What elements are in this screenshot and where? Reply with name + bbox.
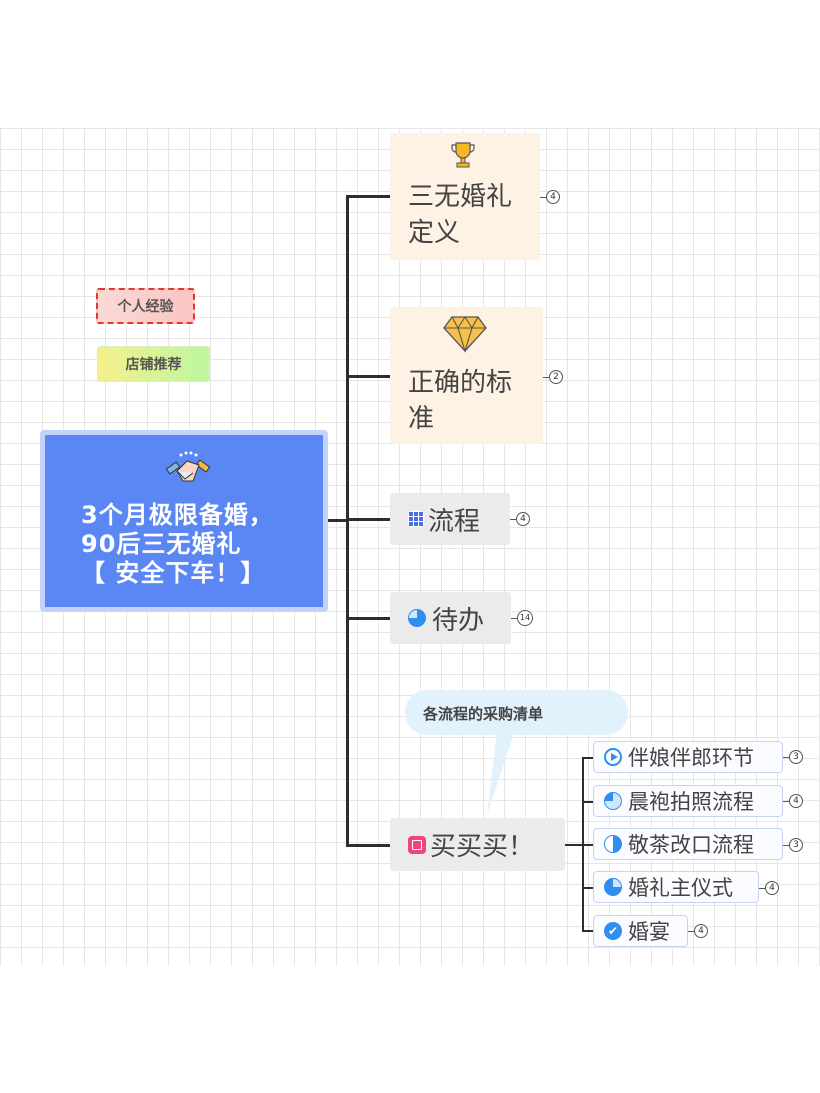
subtopic-banquet[interactable]: ✔ 婚宴 bbox=[593, 915, 688, 947]
branch-connector bbox=[346, 617, 390, 620]
count-connector bbox=[783, 845, 789, 846]
branch-label-line: 正确的标 bbox=[408, 368, 513, 398]
tag-store-recommend[interactable]: 店铺推荐 bbox=[97, 346, 210, 382]
child-count-badge[interactable]: 4 bbox=[546, 190, 560, 204]
branch-process[interactable]: 流程 bbox=[390, 493, 510, 545]
three-quarter-progress-icon bbox=[604, 878, 622, 896]
tag-label: 店铺推荐 bbox=[125, 357, 182, 373]
count-connector bbox=[540, 197, 546, 198]
branch-connector bbox=[346, 518, 390, 521]
sub-connector bbox=[565, 844, 583, 846]
child-count-badge[interactable]: 4 bbox=[789, 794, 803, 808]
diamond-icon bbox=[443, 315, 487, 353]
child-count-badge[interactable]: 3 bbox=[789, 750, 803, 764]
subtopic-bridesmaid-groomsman[interactable]: 伴娘伴郎环节 bbox=[593, 741, 783, 773]
branch-label: 流程 bbox=[428, 506, 481, 537]
branch-shopping[interactable]: 买买买！ bbox=[390, 818, 565, 871]
canvas-grid bbox=[0, 128, 820, 966]
subtopic-main-ceremony[interactable]: 婚礼主仪式 bbox=[593, 871, 759, 903]
sub-connector bbox=[582, 887, 593, 889]
branch-label-line: 准 bbox=[408, 404, 435, 434]
sub-connector bbox=[582, 801, 593, 803]
root-topic[interactable]: 3个月极限备婚， 90后三无婚礼 【 安全下车！】 bbox=[40, 430, 328, 612]
child-count-badge[interactable]: 4 bbox=[516, 512, 530, 526]
branch-correct-standard[interactable]: 正确的标 准 bbox=[390, 307, 543, 444]
subtopic-morning-robe-photo[interactable]: 晨袍拍照流程 bbox=[593, 785, 783, 817]
progress-icon bbox=[408, 609, 426, 627]
root-title-line: 3个月极限备婚， bbox=[81, 501, 274, 529]
gift-icon bbox=[408, 835, 426, 854]
root-title: 3个月极限备婚， 90后三无婚礼 【 安全下车！】 bbox=[81, 501, 274, 588]
branch-label: 待办 bbox=[432, 605, 485, 636]
subtopic-label: 婚宴 bbox=[628, 920, 670, 944]
subtopic-label: 晨袍拍照流程 bbox=[628, 790, 754, 814]
branch-label-line: 三无婚礼 bbox=[408, 182, 513, 212]
branch-connector bbox=[346, 375, 390, 378]
count-connector bbox=[783, 757, 789, 758]
handshake-icon bbox=[165, 451, 211, 482]
subtopic-tea-ceremony[interactable]: 敬茶改口流程 bbox=[593, 828, 783, 860]
branch-label: 买买买！ bbox=[430, 832, 535, 862]
count-connector bbox=[783, 801, 789, 802]
tag-personal-experience[interactable]: 个人经验 bbox=[96, 288, 195, 324]
subtopic-label: 敬茶改口流程 bbox=[628, 833, 754, 857]
branch-three-no-wedding-definition[interactable]: 三无婚礼 定义 bbox=[390, 133, 540, 260]
child-count-badge[interactable]: 4 bbox=[694, 924, 708, 938]
play-icon bbox=[604, 748, 622, 766]
trophy-icon bbox=[451, 142, 475, 168]
child-count-badge[interactable]: 14 bbox=[517, 610, 533, 626]
root-connector bbox=[328, 519, 348, 522]
child-count-badge[interactable]: 3 bbox=[789, 838, 803, 852]
subtopic-label: 伴娘伴郎环节 bbox=[628, 746, 754, 770]
branch-todo[interactable]: 待办 bbox=[390, 592, 511, 644]
sub-connector bbox=[582, 844, 593, 846]
sub-connector bbox=[582, 757, 593, 759]
table-icon bbox=[408, 511, 424, 527]
branch-connector bbox=[346, 195, 390, 198]
count-connector bbox=[759, 888, 765, 889]
callout-bubble bbox=[405, 690, 628, 815]
child-count-badge[interactable]: 4 bbox=[765, 881, 779, 895]
callout-text[interactable]: 各流程的采购清单 bbox=[423, 705, 544, 723]
check-icon: ✔ bbox=[604, 922, 622, 940]
count-connector bbox=[688, 931, 694, 932]
count-connector bbox=[510, 519, 516, 520]
sub-connector bbox=[582, 930, 593, 932]
count-connector bbox=[543, 377, 549, 378]
root-title-line: 90后三无婚礼 bbox=[81, 530, 242, 558]
half-progress-icon bbox=[604, 835, 622, 853]
count-connector bbox=[511, 618, 517, 619]
quarter-progress-icon bbox=[604, 792, 622, 810]
trunk-line bbox=[346, 196, 349, 847]
root-title-line: 【 安全下车！】 bbox=[81, 559, 266, 587]
subtopic-label: 婚礼主仪式 bbox=[628, 876, 733, 900]
branch-label-line: 定义 bbox=[408, 218, 461, 248]
branch-connector bbox=[346, 844, 390, 847]
child-count-badge[interactable]: 2 bbox=[549, 370, 563, 384]
tag-label: 个人经验 bbox=[117, 299, 174, 315]
